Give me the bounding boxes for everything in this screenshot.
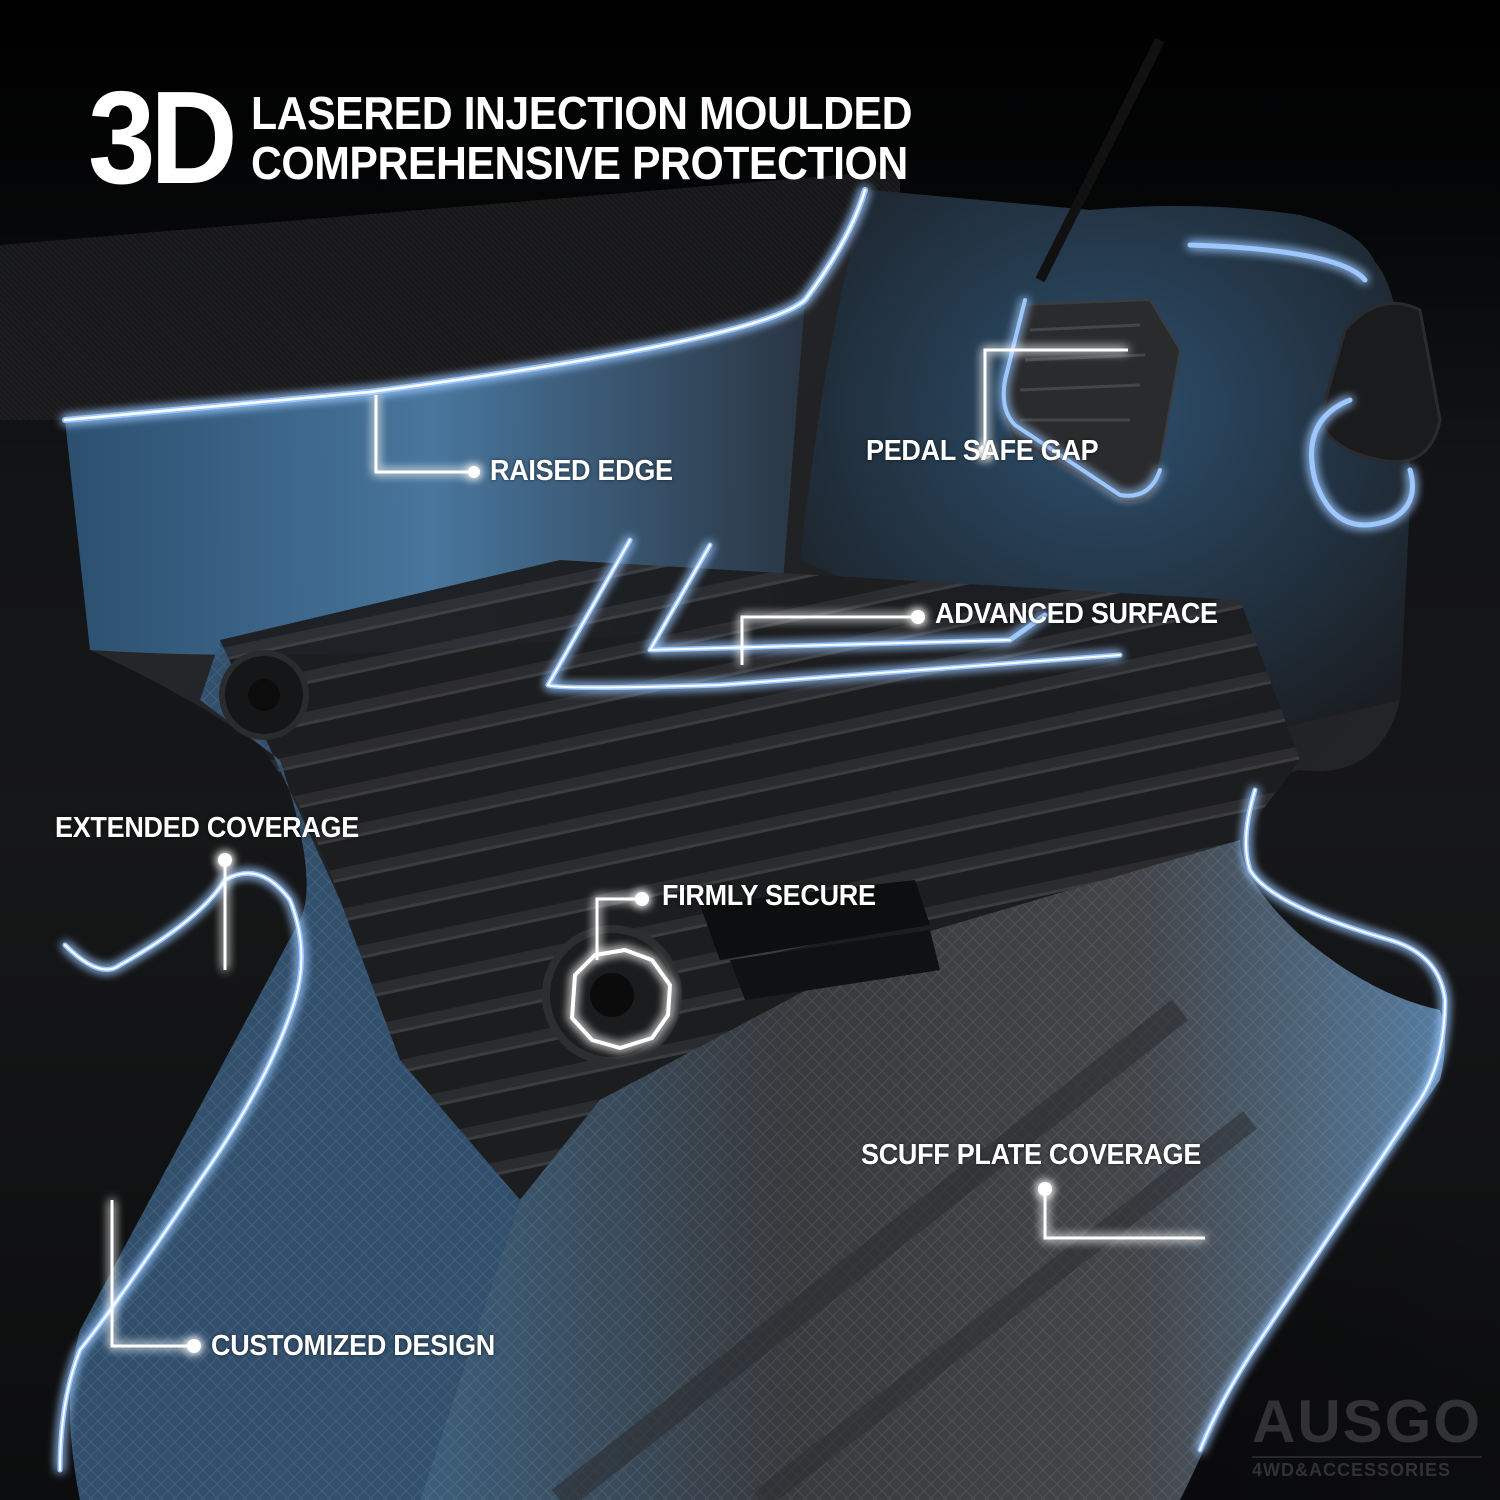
advanced-surface-leader bbox=[740, 615, 916, 665]
extended-coverage-dot bbox=[218, 853, 232, 867]
brand-tagline: 4WD&ACCESSORIES bbox=[1252, 1456, 1483, 1481]
customized-design-dot bbox=[187, 1339, 201, 1353]
scuff-plate-leader bbox=[1043, 1190, 1205, 1240]
customized-design-leader bbox=[110, 1200, 192, 1348]
raised-edge-leader bbox=[374, 395, 472, 474]
callout-scuff-plate-coverage: SCUFF PLATE COVERAGE bbox=[861, 1139, 1202, 1171]
headline: 3D LASERED INJECTION MOULDED COMPREHENSI… bbox=[88, 72, 962, 204]
headline-line-2: COMPREHENSIVE PROTECTION bbox=[250, 137, 908, 189]
callout-firmly-secure: FIRMLY SECURE bbox=[662, 880, 876, 912]
callout-raised-edge: RAISED EDGE bbox=[490, 455, 673, 487]
headline-3d: 3D bbox=[88, 64, 238, 211]
callout-pedal-safe-gap: PEDAL SAFE GAP bbox=[866, 435, 1099, 467]
raised-edge-dot bbox=[468, 466, 480, 478]
callout-extended-coverage: EXTENDED COVERAGE bbox=[55, 812, 359, 844]
firmly-secure-leader bbox=[595, 897, 641, 960]
firmly-secure-dot bbox=[635, 892, 649, 906]
brand-watermark: AUSGO 4WD&ACCESSORIES bbox=[1252, 1388, 1483, 1481]
callout-customized-design: CUSTOMIZED DESIGN bbox=[211, 1330, 495, 1362]
scuff-plate-dot bbox=[1038, 1182, 1052, 1196]
pedal-safe-gap-dot bbox=[978, 445, 992, 459]
headline-line-1: LASERED INJECTION MOULDED bbox=[250, 87, 912, 139]
callout-advanced-surface: ADVANCED SURFACE bbox=[935, 598, 1218, 630]
pedal-safe-gap-leader bbox=[983, 348, 1128, 450]
headline-lines: LASERED INJECTION MOULDED COMPREHENSIVE … bbox=[251, 88, 912, 188]
brand-logo: AUSGO bbox=[1252, 1388, 1483, 1455]
advanced-surface-dot bbox=[911, 610, 925, 624]
